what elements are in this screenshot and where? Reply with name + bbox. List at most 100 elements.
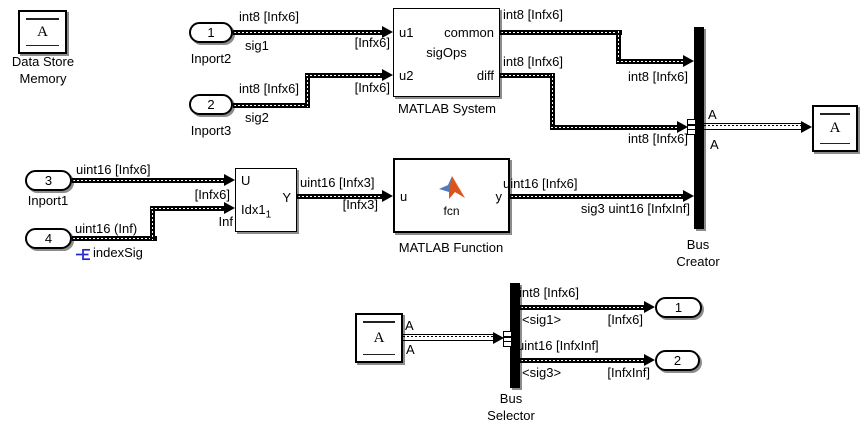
arrowhead bbox=[224, 202, 235, 214]
matlab-system-center-text: sigOps bbox=[426, 45, 467, 60]
data-store-write-icon-text: A bbox=[829, 120, 841, 136]
matlab-function-block[interactable]: u y fcn bbox=[393, 158, 510, 233]
signal-line-sig1[interactable] bbox=[233, 30, 383, 35]
matlab-system-block[interactable]: u1 common sigOps u2 diff bbox=[393, 8, 500, 97]
signal-line-sig2-riser[interactable] bbox=[305, 73, 310, 108]
port-label-Idx1: Idx11 bbox=[241, 202, 272, 221]
selector-out-datatype-label: uint16 [Infx3] bbox=[300, 175, 375, 190]
sig1-dims-label: [Infx6] bbox=[354, 35, 390, 50]
signal-line-common[interactable] bbox=[500, 30, 622, 35]
port-label-U: U bbox=[241, 173, 251, 188]
signal-line-indexsig-end[interactable] bbox=[150, 206, 224, 211]
bus-creator-label-line1[interactable]: Bus bbox=[686, 237, 710, 252]
outport2-block[interactable]: 2 bbox=[655, 350, 700, 371]
bus-selector-label-line1[interactable]: Bus bbox=[499, 391, 523, 406]
signal-line-diff[interactable] bbox=[500, 73, 555, 78]
signal-line-bsel1[interactable] bbox=[520, 305, 644, 310]
outport2-number: 2 bbox=[673, 353, 682, 368]
fcn-out-datatype-label: uint16 [Infx6] bbox=[503, 176, 578, 191]
sig1-datatype-label: int8 [Infx6] bbox=[239, 9, 299, 24]
indexsig-name-label[interactable]: indexSig bbox=[93, 245, 143, 260]
outport1-block[interactable]: 1 bbox=[655, 297, 702, 318]
inport4-datatype-label: uint16 (Inf) bbox=[75, 221, 138, 236]
arrowhead bbox=[801, 121, 812, 133]
port-label-u1: u1 bbox=[399, 25, 414, 40]
common-datatype-label: int8 [Infx6] bbox=[503, 7, 563, 22]
bus-out-signal-label-top[interactable]: A bbox=[708, 107, 717, 122]
bus-line-A-read[interactable] bbox=[403, 334, 493, 341]
inport1-number: 3 bbox=[44, 173, 53, 188]
inport1-label[interactable]: Inport1 bbox=[27, 193, 69, 208]
arrowhead bbox=[677, 121, 688, 133]
bus-selector-block[interactable] bbox=[510, 283, 520, 388]
sig3-name-datatype-label[interactable]: sig3 uint16 [InfxInf] bbox=[580, 201, 690, 216]
bus-creator-label-line2[interactable]: Creator bbox=[676, 254, 720, 269]
selector-out-dims-label: [Infx3] bbox=[342, 197, 378, 212]
bus-creator-output-port[interactable] bbox=[687, 119, 696, 135]
matlab-logo-icon bbox=[438, 176, 465, 199]
signal-line-common-drop[interactable] bbox=[616, 30, 621, 64]
port-label-diff: diff bbox=[476, 68, 494, 83]
matlab-function-label[interactable]: MATLAB Function bbox=[398, 240, 504, 255]
data-store-memory-icon-text: A bbox=[37, 23, 48, 40]
bus-selector-input-port[interactable] bbox=[503, 331, 512, 347]
signal-line-sig2-end[interactable] bbox=[305, 73, 383, 78]
arrowhead bbox=[644, 354, 655, 366]
inport2-label[interactable]: Inport2 bbox=[190, 51, 232, 66]
arrowhead bbox=[382, 69, 393, 81]
port-label-common: common bbox=[444, 25, 494, 40]
bsel2-name-label[interactable]: <sig3> bbox=[522, 365, 562, 380]
signal-line-sig2[interactable] bbox=[233, 103, 310, 108]
common-datatype-label-2: int8 [Infx6] bbox=[628, 69, 688, 84]
arrowhead bbox=[493, 332, 504, 344]
data-store-read-icon-text: A bbox=[373, 329, 385, 346]
inport1-datatype-label: uint16 [Infx6] bbox=[76, 162, 151, 177]
bsel1-name-label[interactable]: <sig1> bbox=[522, 312, 562, 327]
signal-line-diff-end[interactable] bbox=[550, 125, 678, 130]
inport4-block[interactable]: 4 bbox=[25, 228, 72, 249]
bsel1-datatype-label: int8 [Infx6] bbox=[519, 285, 579, 300]
bus-creator-block[interactable] bbox=[694, 27, 704, 229]
sig2-dims-label: [Infx6] bbox=[354, 80, 390, 95]
signal-line-inport1[interactable] bbox=[72, 178, 224, 183]
signal-line-common-end[interactable] bbox=[616, 59, 684, 64]
idx-dims-label: Inf bbox=[218, 214, 233, 229]
matlab-system-label[interactable]: MATLAB System bbox=[397, 101, 497, 116]
data-store-write-block[interactable]: A bbox=[812, 105, 858, 152]
read-out-signal-label-top[interactable]: A bbox=[405, 318, 414, 333]
signal-line-indexsig[interactable] bbox=[72, 236, 157, 241]
inport3-label[interactable]: Inport3 bbox=[190, 123, 232, 138]
bus-out-signal-label-bottom[interactable]: A bbox=[710, 137, 719, 152]
data-store-memory-label-line1[interactable]: Data Store bbox=[11, 54, 75, 69]
signal-line-sig3[interactable] bbox=[510, 194, 683, 199]
sig1-name-label[interactable]: sig1 bbox=[245, 38, 269, 53]
inport4-number: 4 bbox=[44, 231, 53, 246]
signal-line-diff-drop[interactable] bbox=[550, 73, 555, 130]
diff-datatype-label-2: int8 [Infx6] bbox=[628, 131, 688, 146]
sig2-name-label[interactable]: sig2 bbox=[245, 110, 269, 125]
signal-line-bsel2[interactable] bbox=[520, 358, 644, 363]
data-store-read-block[interactable]: A bbox=[355, 313, 403, 363]
inport3-block[interactable]: 2 bbox=[189, 94, 233, 115]
arrowhead bbox=[382, 26, 393, 38]
data-store-memory-block[interactable]: A bbox=[18, 10, 67, 54]
inport2-block[interactable]: 1 bbox=[189, 22, 233, 43]
inport1-dims-label: [Infx6] bbox=[194, 187, 230, 202]
bus-selector-label-line2[interactable]: Selector bbox=[487, 408, 535, 423]
arrowhead bbox=[644, 301, 655, 313]
read-out-signal-label-bottom[interactable]: A bbox=[406, 342, 415, 357]
arrowhead bbox=[683, 55, 694, 67]
bsel2-datatype-label: uint16 [InfxInf] bbox=[517, 338, 599, 353]
port-label-y: y bbox=[495, 189, 503, 204]
bsel2-dims-label: [InfxInf] bbox=[607, 365, 650, 380]
signal-line-selector-out[interactable] bbox=[297, 194, 382, 199]
data-store-memory-label-line2[interactable]: Memory bbox=[19, 71, 67, 86]
port-label-Y: Y bbox=[282, 190, 291, 205]
bus-line-A-write[interactable] bbox=[704, 123, 801, 130]
inport3-number: 2 bbox=[207, 97, 215, 112]
selector-block[interactable]: U Y Idx11 bbox=[235, 168, 297, 232]
inport1-block[interactable]: 3 bbox=[25, 170, 72, 191]
port-label-u: u bbox=[400, 189, 408, 204]
outport1-number: 1 bbox=[674, 300, 683, 315]
signal-line-indexsig-riser[interactable] bbox=[150, 206, 155, 241]
